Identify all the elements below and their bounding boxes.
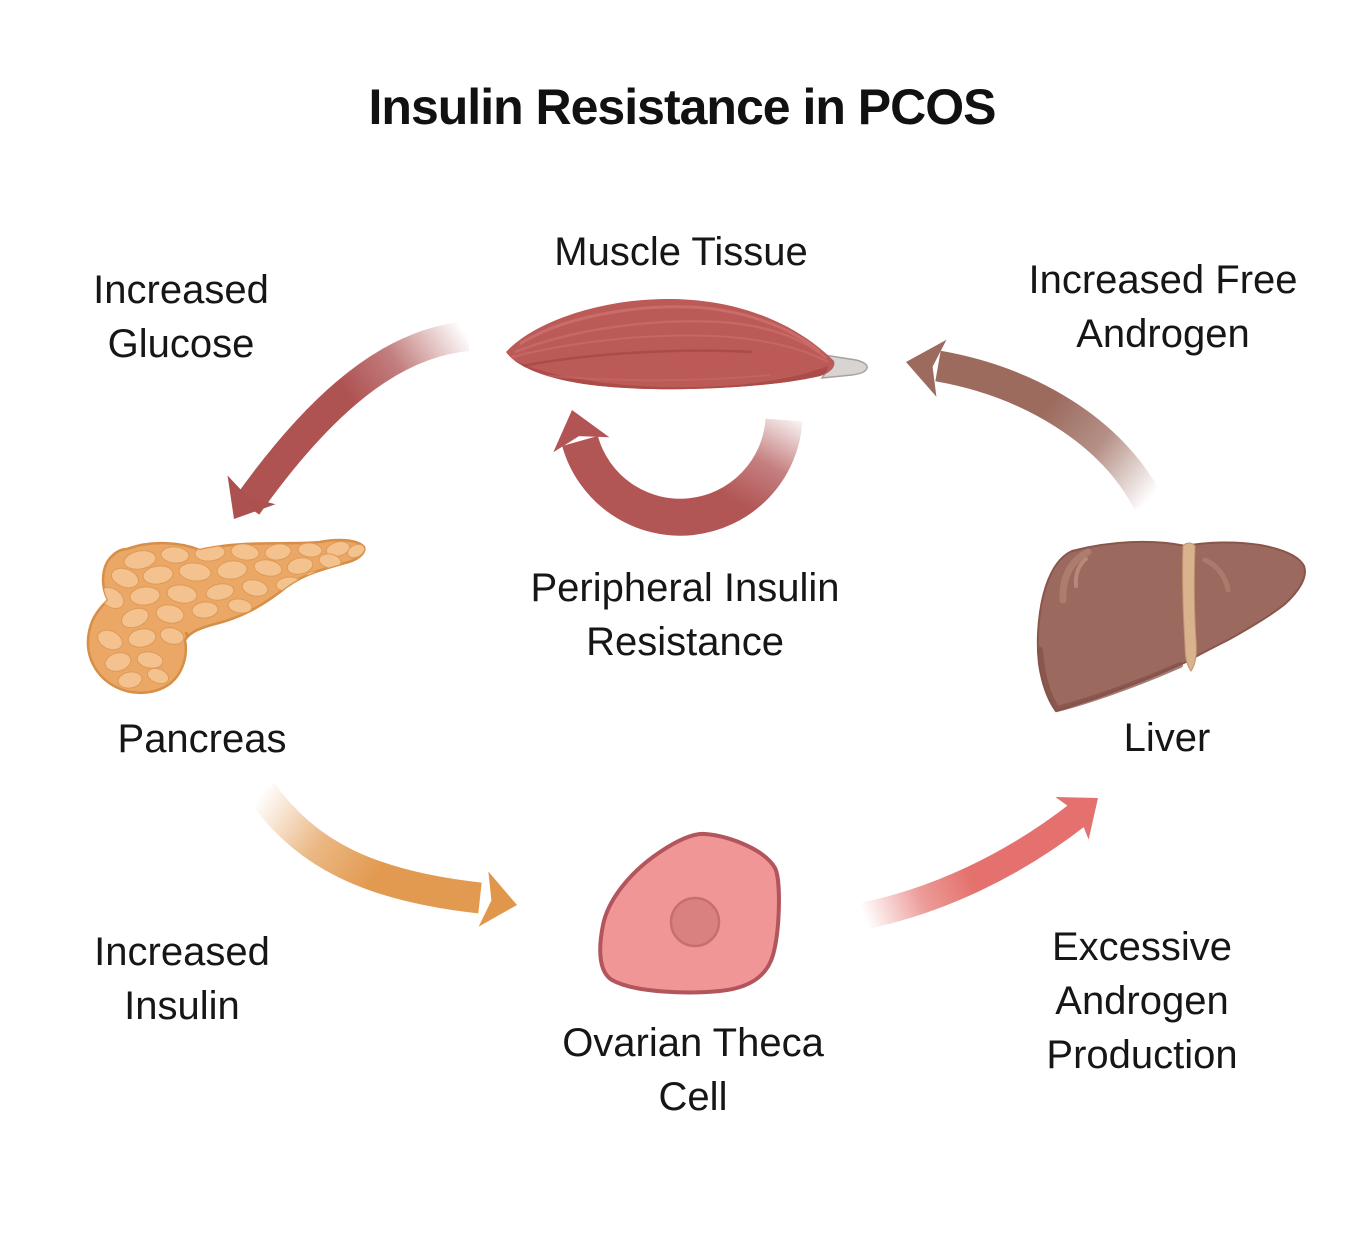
arrow-increased-free-androgen <box>906 339 1162 510</box>
node-label-pancreas: Pancreas <box>117 717 287 761</box>
diagram-title: Insulin Resistance in PCOS <box>368 79 997 135</box>
edge-label-increased-glucose: Increased Glucose <box>93 268 269 366</box>
muscle-belly <box>506 298 835 390</box>
theca-cell-nucleus <box>669 896 721 948</box>
arrow-increased-glucose <box>227 321 470 519</box>
node-label-liver: Liver <box>1123 716 1211 760</box>
ovarian-theca-cell-illustration <box>598 831 781 995</box>
arrow-increased-insulin <box>249 782 517 927</box>
arrow-excessive-androgen <box>861 797 1098 930</box>
edge-label-peripheral-insulin-resistance: Peripheral Insulin Resistance <box>530 566 840 664</box>
muscle-tissue-illustration <box>506 298 868 390</box>
liver-ligament <box>1182 542 1197 672</box>
edge-label-increased-free-androgen: Increased Free Androgen <box>1028 258 1298 356</box>
edge-label-excessive-androgen-production: Excessive Androgen Production <box>1046 925 1238 1077</box>
arrow-peripheral-insulin-resistance <box>553 410 803 536</box>
node-label-ovarian-theca-cell: Ovarian Theca Cell <box>562 1021 824 1119</box>
liver-illustration <box>1036 540 1306 713</box>
edge-label-increased-insulin: Increased Insulin <box>94 930 270 1028</box>
node-label-muscle-tissue: Muscle Tissue <box>554 230 808 274</box>
pancreas-illustration <box>86 538 366 695</box>
